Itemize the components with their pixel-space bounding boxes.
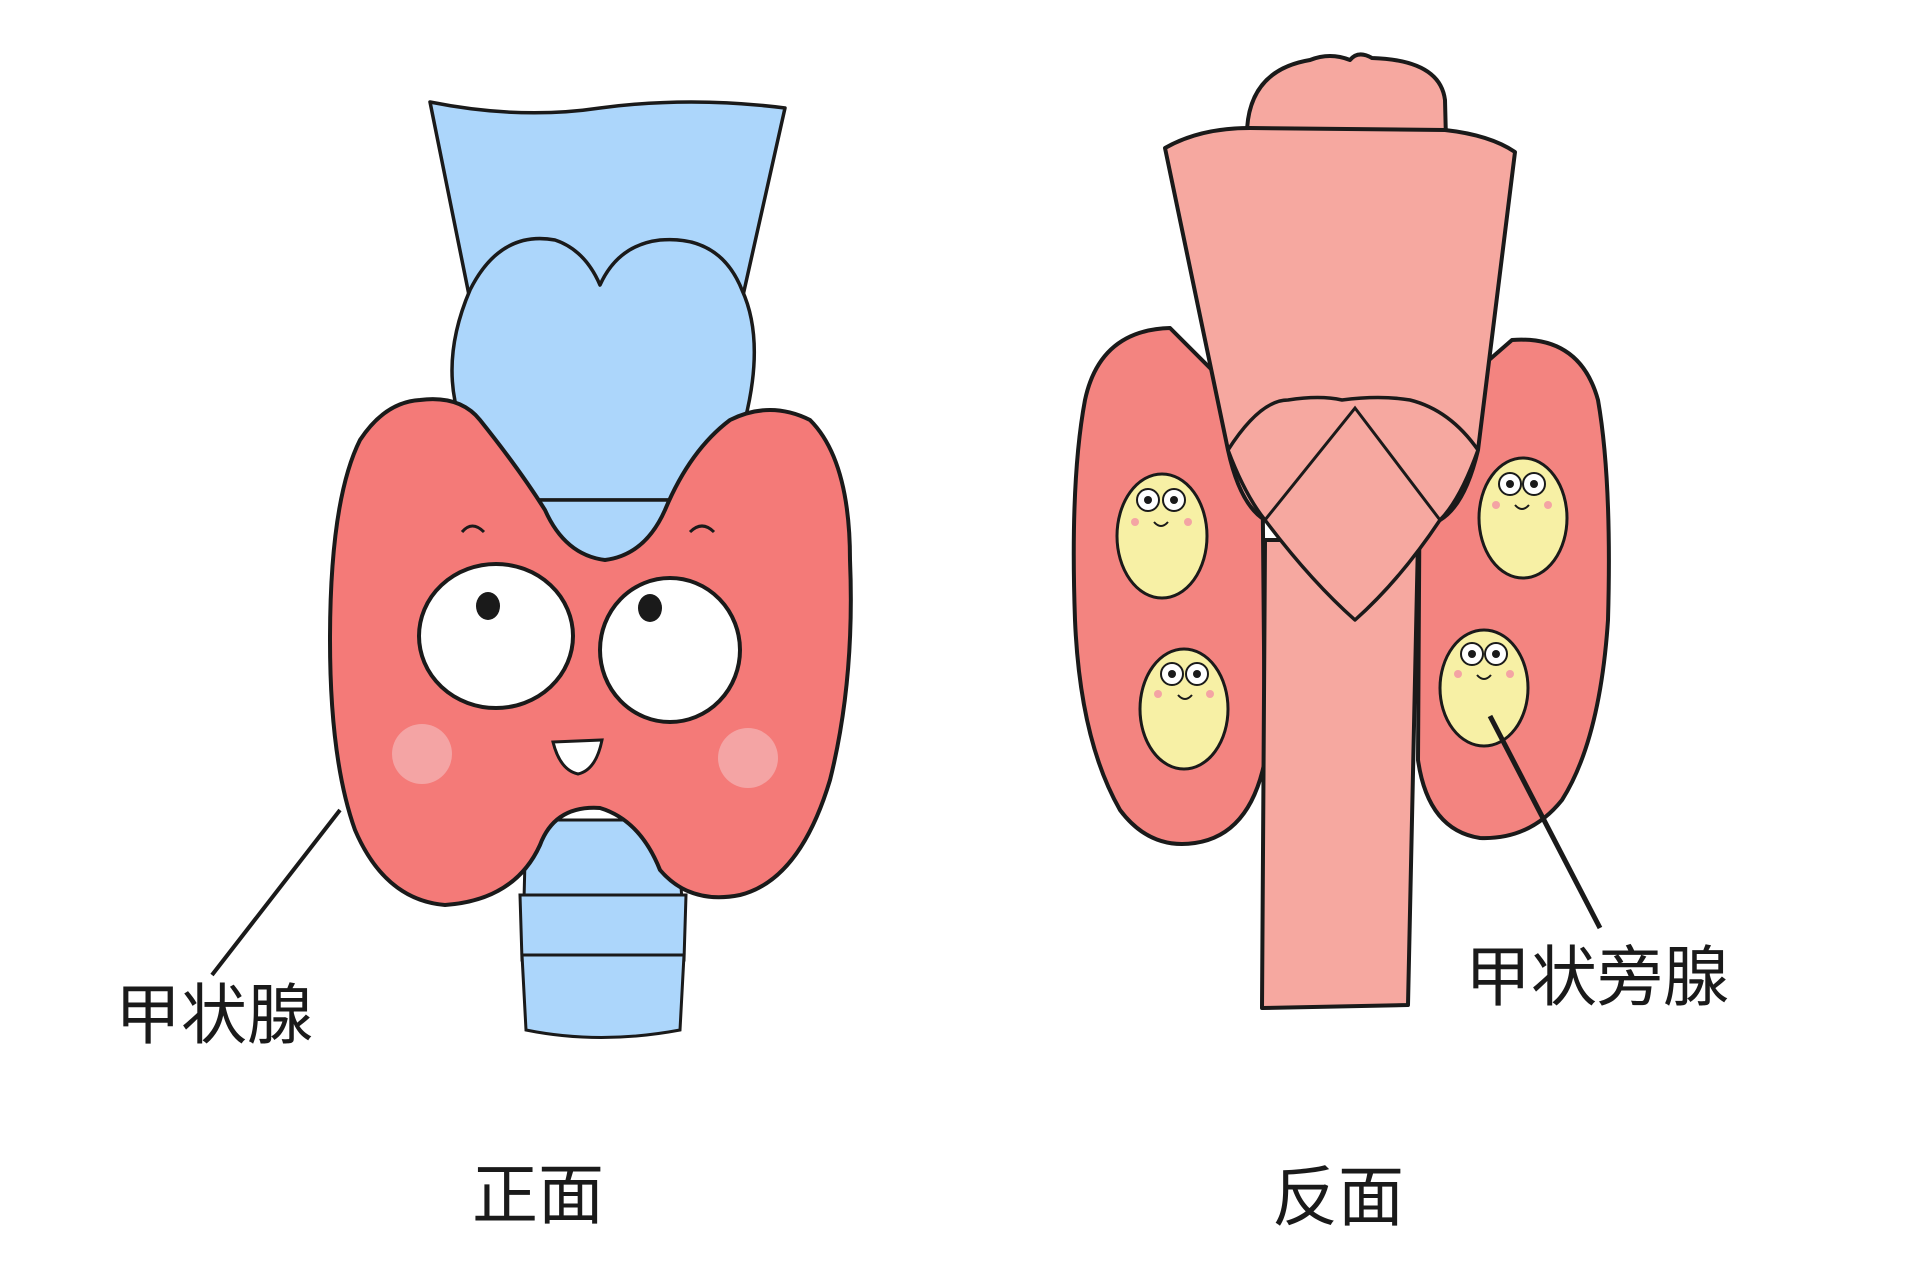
parathyroid-upper-right: [1477, 456, 1569, 580]
parathyroid-lower-right: [1438, 628, 1530, 748]
back-pharynx-top: [1245, 52, 1448, 142]
front-larynx: [428, 100, 787, 562]
left-eyebrow: [460, 524, 486, 534]
thyroid-gland: [328, 397, 853, 907]
back-larynx-inner: [1263, 405, 1442, 521]
left-cheek: [392, 724, 452, 784]
parathyroid-lower-left: [1138, 647, 1230, 771]
parathyroid-pointer-line: [1487, 714, 1603, 930]
thyroid-label: 甲状腺: [115, 977, 313, 1054]
back-view-label: 反面: [1272, 1159, 1404, 1236]
right-cheek: [718, 728, 778, 788]
front-view-label: 正面: [472, 1157, 604, 1234]
back-view: 甲状旁腺 反面: [1071, 52, 1729, 1236]
left-eye: [417, 562, 575, 710]
front-view: 甲状腺 正面: [115, 100, 853, 1234]
back-larynx-detail: [1226, 395, 1480, 622]
back-trachea-tube: [1260, 538, 1420, 1010]
thyroid-pointer-line: [210, 808, 342, 977]
parathyroid-upper-left: [1115, 472, 1209, 600]
parathyroid-label: 甲状旁腺: [1465, 939, 1729, 1016]
right-eyebrow: [688, 524, 716, 534]
mouth: [551, 738, 604, 776]
right-eye: [598, 576, 742, 724]
